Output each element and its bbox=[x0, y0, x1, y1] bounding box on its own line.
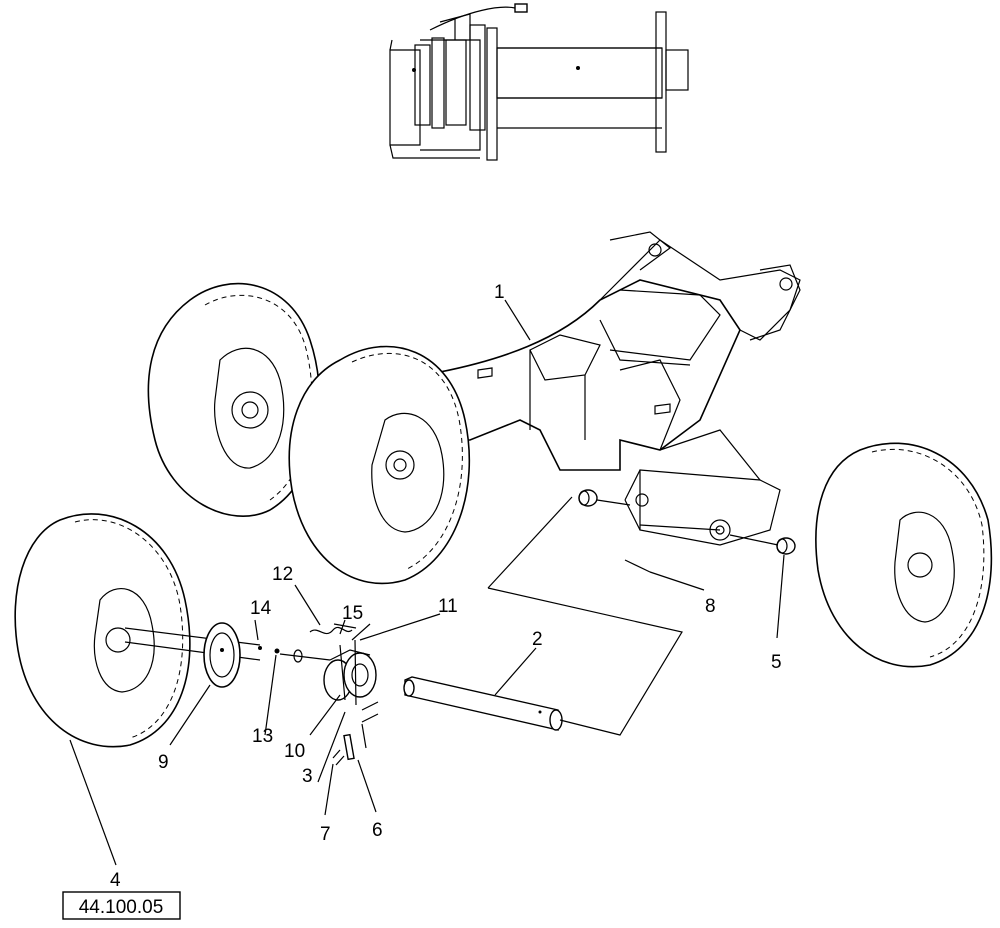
callout-2: 2 bbox=[532, 629, 543, 650]
callout-7: 7 bbox=[320, 824, 331, 845]
small-hardware bbox=[258, 623, 379, 766]
callout-5: 5 bbox=[771, 652, 782, 673]
tire-right bbox=[815, 442, 993, 668]
callout-1: 1 bbox=[494, 282, 505, 303]
callout-13: 13 bbox=[252, 726, 273, 747]
callout-10: 10 bbox=[284, 741, 305, 762]
leader-lines bbox=[69, 299, 785, 866]
callout-8: 8 bbox=[705, 596, 716, 617]
tire-outer-left bbox=[14, 513, 261, 748]
bushing-left bbox=[578, 489, 598, 507]
brake-disc bbox=[203, 622, 241, 688]
callout-14: 14 bbox=[250, 598, 272, 619]
tire-front-left bbox=[288, 345, 471, 585]
callout-11: 11 bbox=[438, 596, 458, 617]
pivot-pin bbox=[403, 676, 563, 731]
hub-assembly bbox=[323, 639, 377, 706]
tire-rear-left bbox=[147, 282, 321, 517]
callout-6: 6 bbox=[372, 820, 383, 841]
callout-15: 15 bbox=[342, 603, 363, 624]
callout-3: 3 bbox=[302, 766, 313, 787]
location-inset-view bbox=[389, 3, 689, 161]
callout-labels: 1 2 3 4 5 6 7 8 9 10 11 12 13 14 15 bbox=[110, 282, 782, 891]
reference-box[interactable]: 44.100.05 bbox=[62, 891, 181, 920]
callout-4: 4 bbox=[110, 870, 121, 891]
reference-box-label: 44.100.05 bbox=[79, 897, 164, 918]
callout-12: 12 bbox=[272, 564, 293, 585]
bushing-right bbox=[776, 537, 796, 555]
callout-9: 9 bbox=[158, 752, 169, 773]
